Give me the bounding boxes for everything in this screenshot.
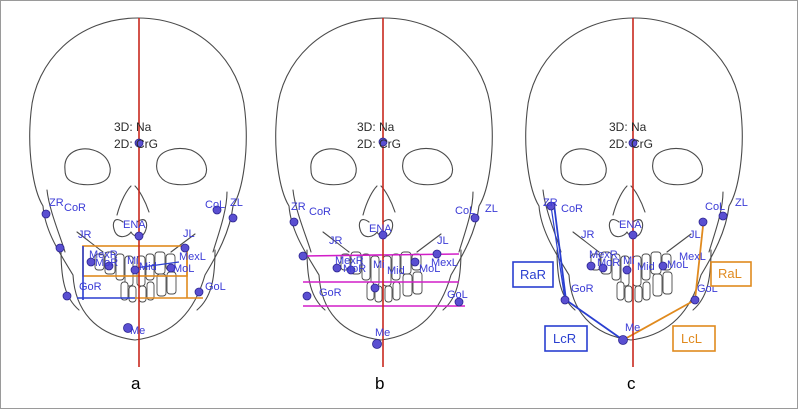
jr-label: JR bbox=[329, 235, 343, 247]
panel-a: 3D: Na 2D: CrG ZR CoR ENA CoL ZL JR JL M… bbox=[29, 17, 247, 393]
panel-letter-c: c bbox=[627, 374, 636, 393]
jl-label: JL bbox=[689, 229, 701, 241]
mexl-label: MexL bbox=[431, 257, 458, 269]
mol-label: MoL bbox=[667, 259, 688, 271]
rar-box bbox=[512, 261, 554, 288]
lcl-box bbox=[672, 325, 716, 352]
mid-label: Mid bbox=[387, 265, 405, 277]
zl-label: ZL bbox=[735, 197, 748, 209]
panel-letter-a: a bbox=[131, 374, 141, 393]
ena-label: ENA bbox=[123, 219, 146, 231]
mor-label: MoR bbox=[597, 257, 620, 269]
lcl-label: LcL bbox=[681, 331, 702, 346]
crg-label: 2D: CrG bbox=[357, 137, 401, 151]
gor-label: GoR bbox=[571, 283, 594, 295]
gor-label: GoR bbox=[319, 287, 342, 299]
cor-label: CoR bbox=[64, 202, 86, 214]
panel-letter-b: b bbox=[375, 374, 384, 393]
panel-b: 3D: Na 2D: CrG ZR CoR ENA CoL ZL JR JL M… bbox=[275, 17, 498, 393]
ena-label: ENA bbox=[369, 223, 392, 235]
col-label: CoL bbox=[205, 199, 225, 211]
mol-label: MoL bbox=[173, 263, 194, 275]
na-label: 3D: Na bbox=[357, 120, 395, 134]
panel-c: 3D: Na 2D: CrG ZR CoR ENA CoL ZL JR JL M… bbox=[512, 17, 752, 393]
mexr-label: MexR bbox=[589, 249, 618, 261]
mexl-label: MexL bbox=[179, 251, 206, 263]
mi-label: Mi bbox=[127, 255, 139, 267]
mor-label: MoR bbox=[95, 257, 118, 269]
crg-label: 2D: CrG bbox=[114, 137, 158, 151]
cor-label: CoR bbox=[309, 206, 331, 218]
me-label: Me bbox=[375, 327, 390, 339]
jr-label: JR bbox=[581, 229, 595, 241]
zr-label: ZR bbox=[543, 197, 558, 209]
mor-label: MoR bbox=[343, 263, 366, 275]
mexr-label: MexR bbox=[89, 249, 118, 261]
zl-label: ZL bbox=[230, 197, 243, 209]
ral-box bbox=[710, 261, 752, 287]
mid-label: Mid bbox=[139, 261, 157, 273]
zl-label: ZL bbox=[485, 203, 498, 215]
gol-label: GoL bbox=[447, 289, 468, 301]
zr-label: ZR bbox=[291, 201, 306, 213]
mol-label: MoL bbox=[419, 263, 440, 275]
rar-label: RaR bbox=[520, 267, 546, 282]
ena-label: ENA bbox=[619, 219, 642, 231]
mi-label: Mi bbox=[373, 259, 385, 271]
jr-label: JR bbox=[78, 229, 92, 241]
jl-label: JL bbox=[437, 235, 449, 247]
gol-label: GoL bbox=[205, 281, 226, 293]
jl-label: JL bbox=[183, 228, 195, 240]
col-label: CoL bbox=[705, 201, 725, 213]
col-label: CoL bbox=[455, 205, 475, 217]
mid-label: Mid bbox=[637, 261, 655, 273]
mexr-label: MexR bbox=[335, 255, 364, 267]
cor-label: CoR bbox=[561, 203, 583, 215]
na-label: 3D: Na bbox=[609, 120, 647, 134]
crg-label: 2D: CrG bbox=[609, 137, 653, 151]
ral-label: RaL bbox=[718, 266, 742, 281]
lcr-box bbox=[544, 325, 588, 352]
mi-label: Mi bbox=[623, 255, 635, 267]
me-label: Me bbox=[130, 325, 145, 337]
lcr-label: LcR bbox=[553, 331, 576, 346]
na-label: 3D: Na bbox=[114, 120, 152, 134]
gor-label: GoR bbox=[79, 281, 102, 293]
me-label: Me bbox=[625, 322, 640, 334]
mexl-label: MexL bbox=[679, 251, 706, 263]
zr-label: ZR bbox=[49, 197, 64, 209]
